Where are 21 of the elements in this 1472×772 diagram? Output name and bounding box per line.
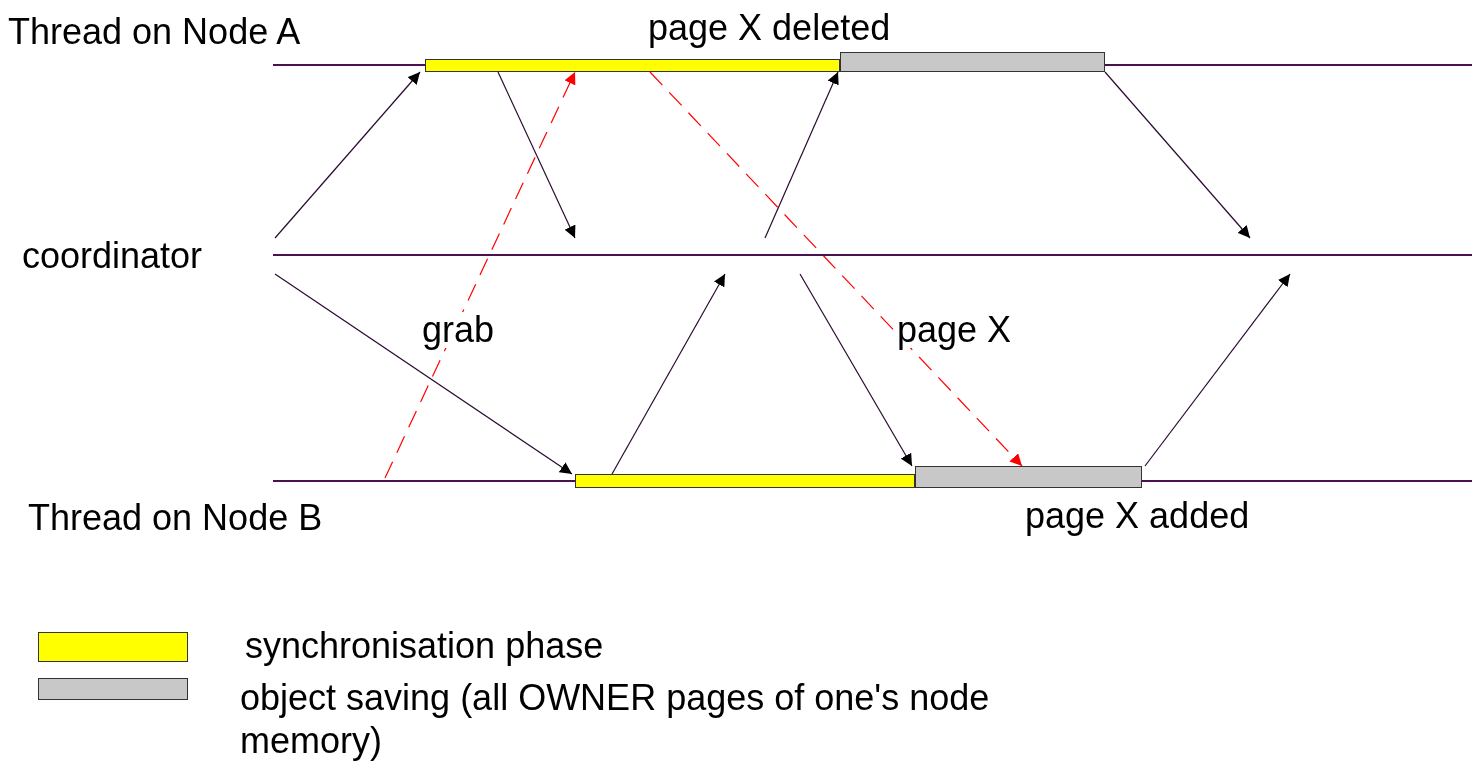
arrow: [1104, 71, 1251, 239]
arrow: [384, 71, 576, 479]
bar-caption: page X added: [1025, 498, 1250, 534]
annotation-text: page X deleted: [648, 10, 891, 46]
lifeline-label: coordinator: [22, 238, 203, 274]
arrow: [497, 71, 576, 239]
arrow: [1144, 273, 1291, 467]
phase-bar: [915, 466, 1142, 488]
legend-text: synchronisation phase: [245, 624, 605, 668]
phase-bar: [425, 59, 840, 72]
arrow: [611, 273, 726, 475]
legend-text: object saving (all OWNER pages of one's node memory): [240, 676, 991, 763]
arrow: [649, 71, 1023, 467]
lifeline-label: Thread on Node A: [8, 14, 301, 50]
phase-bar: [575, 474, 915, 488]
arrow: [799, 273, 913, 467]
arrow: [274, 71, 421, 239]
arrow: [274, 273, 573, 475]
phase-bar: [840, 52, 1105, 72]
lifeline-label: Thread on Node B: [28, 500, 323, 536]
arrow: [764, 71, 839, 239]
